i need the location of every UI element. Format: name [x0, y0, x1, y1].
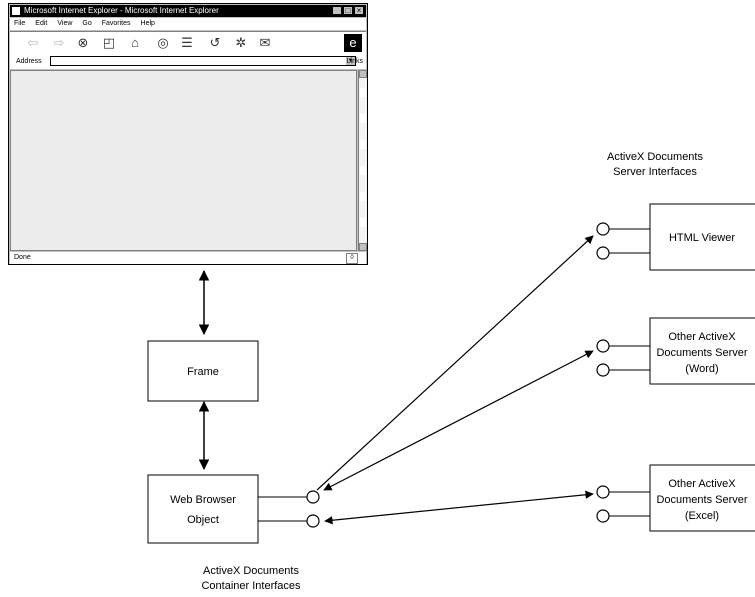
- scroll-track-segment: [360, 218, 366, 227]
- channels-icon[interactable]: ✲: [235, 35, 247, 50]
- minimize-icon[interactable]: _: [332, 6, 342, 15]
- excel-label-line2: Documents Server: [656, 494, 747, 506]
- scroll-track-segment: [360, 140, 366, 149]
- html-viewer-label: HTML Viewer: [669, 232, 735, 244]
- excel-label-line3: (Excel): [685, 510, 719, 522]
- title-bar: Microsoft Internet Explorer - Microsoft …: [10, 5, 366, 17]
- server-interface-circle: [596, 222, 610, 236]
- menu-bar: File Edit View Go Favorites Help: [10, 18, 366, 30]
- vertical-scrollbar[interactable]: [358, 70, 367, 251]
- web-browser-label-line2: Object: [187, 514, 219, 526]
- excel-label-line1: Other ActiveX: [668, 478, 736, 490]
- html-viewer-box: [649, 203, 755, 271]
- excel-server-box: [649, 464, 755, 532]
- history-icon[interactable]: ↺: [209, 35, 221, 50]
- home-icon[interactable]: ⌂: [131, 35, 139, 50]
- menu-help[interactable]: Help: [140, 20, 155, 27]
- scroll-track-segment: [360, 166, 366, 175]
- page-content-area[interactable]: [10, 70, 357, 251]
- close-icon[interactable]: ×: [354, 6, 364, 15]
- menu-view[interactable]: View: [57, 20, 73, 27]
- scroll-track-segment: [360, 114, 366, 123]
- maximize-icon[interactable]: □: [343, 6, 353, 15]
- favorites-icon[interactable]: ☰: [181, 35, 193, 50]
- server-interface-circle: [596, 339, 610, 353]
- menu-go[interactable]: Go: [82, 20, 92, 27]
- server-interface-circle: [596, 485, 610, 499]
- arrow-word-server: [323, 350, 594, 491]
- back-icon[interactable]: ⇦: [27, 35, 39, 50]
- word-label-line2: Documents Server: [656, 347, 747, 359]
- frame-box: [147, 340, 259, 402]
- address-bar: Address ▼ Links: [10, 54, 366, 69]
- frame-label: Frame: [187, 366, 219, 378]
- chevron-down-icon[interactable]: ▼: [346, 57, 355, 65]
- browser-window: Microsoft Internet Explorer - Microsoft …: [8, 3, 368, 265]
- menu-favorites[interactable]: Favorites: [101, 20, 131, 27]
- arrow-excel-server: [324, 490, 594, 525]
- ie-logo-icon: e: [344, 34, 362, 52]
- web-browser-object-box: [147, 474, 259, 544]
- mail-icon[interactable]: ✉: [259, 35, 271, 50]
- scroll-track-segment: [360, 192, 366, 201]
- zone-icon: ◊: [346, 253, 358, 264]
- server-interface-circle: [596, 246, 610, 260]
- container-interface-circle: [306, 490, 320, 504]
- forward-icon[interactable]: ⇨: [53, 35, 65, 50]
- container-caption-line1: ActiveX Documents: [203, 565, 299, 577]
- status-bar: Done ◊: [10, 252, 366, 264]
- scroll-up-icon[interactable]: [359, 70, 367, 78]
- server-interface-circle: [596, 363, 610, 377]
- container-caption-line2: Container Interfaces: [201, 580, 301, 592]
- web-browser-label-line1: Web Browser: [170, 494, 236, 506]
- word-label-line1: Other ActiveX: [668, 331, 736, 343]
- status-text: Done: [14, 254, 31, 261]
- ie-page-icon: [12, 7, 20, 15]
- server-caption-line2: Server Interfaces: [613, 166, 697, 178]
- stop-icon[interactable]: ⊗: [77, 35, 89, 50]
- scroll-track-segment: [360, 88, 366, 97]
- container-interface-circle: [306, 514, 320, 528]
- scroll-down-icon[interactable]: [359, 243, 367, 251]
- word-server-box: [649, 317, 755, 385]
- address-label: Address: [16, 58, 42, 65]
- menu-edit[interactable]: Edit: [35, 20, 48, 27]
- server-interface-circle: [596, 509, 610, 523]
- server-caption-line1: ActiveX Documents: [607, 151, 703, 163]
- address-input[interactable]: ▼: [50, 56, 356, 66]
- menu-file[interactable]: File: [14, 20, 26, 27]
- word-label-line3: (Word): [685, 363, 718, 375]
- window-title: Microsoft Internet Explorer - Microsoft …: [24, 6, 219, 15]
- arrow-to-html-viewer: [316, 235, 594, 491]
- links-label[interactable]: Links: [346, 58, 363, 65]
- search-icon[interactable]: ◎: [157, 35, 169, 50]
- toolbar: ⇦ ⇨ ⊗ ◰ ⌂ ◎ ☰ ↺ ✲ ✉ e: [10, 31, 366, 55]
- refresh-icon[interactable]: ◰: [102, 35, 116, 50]
